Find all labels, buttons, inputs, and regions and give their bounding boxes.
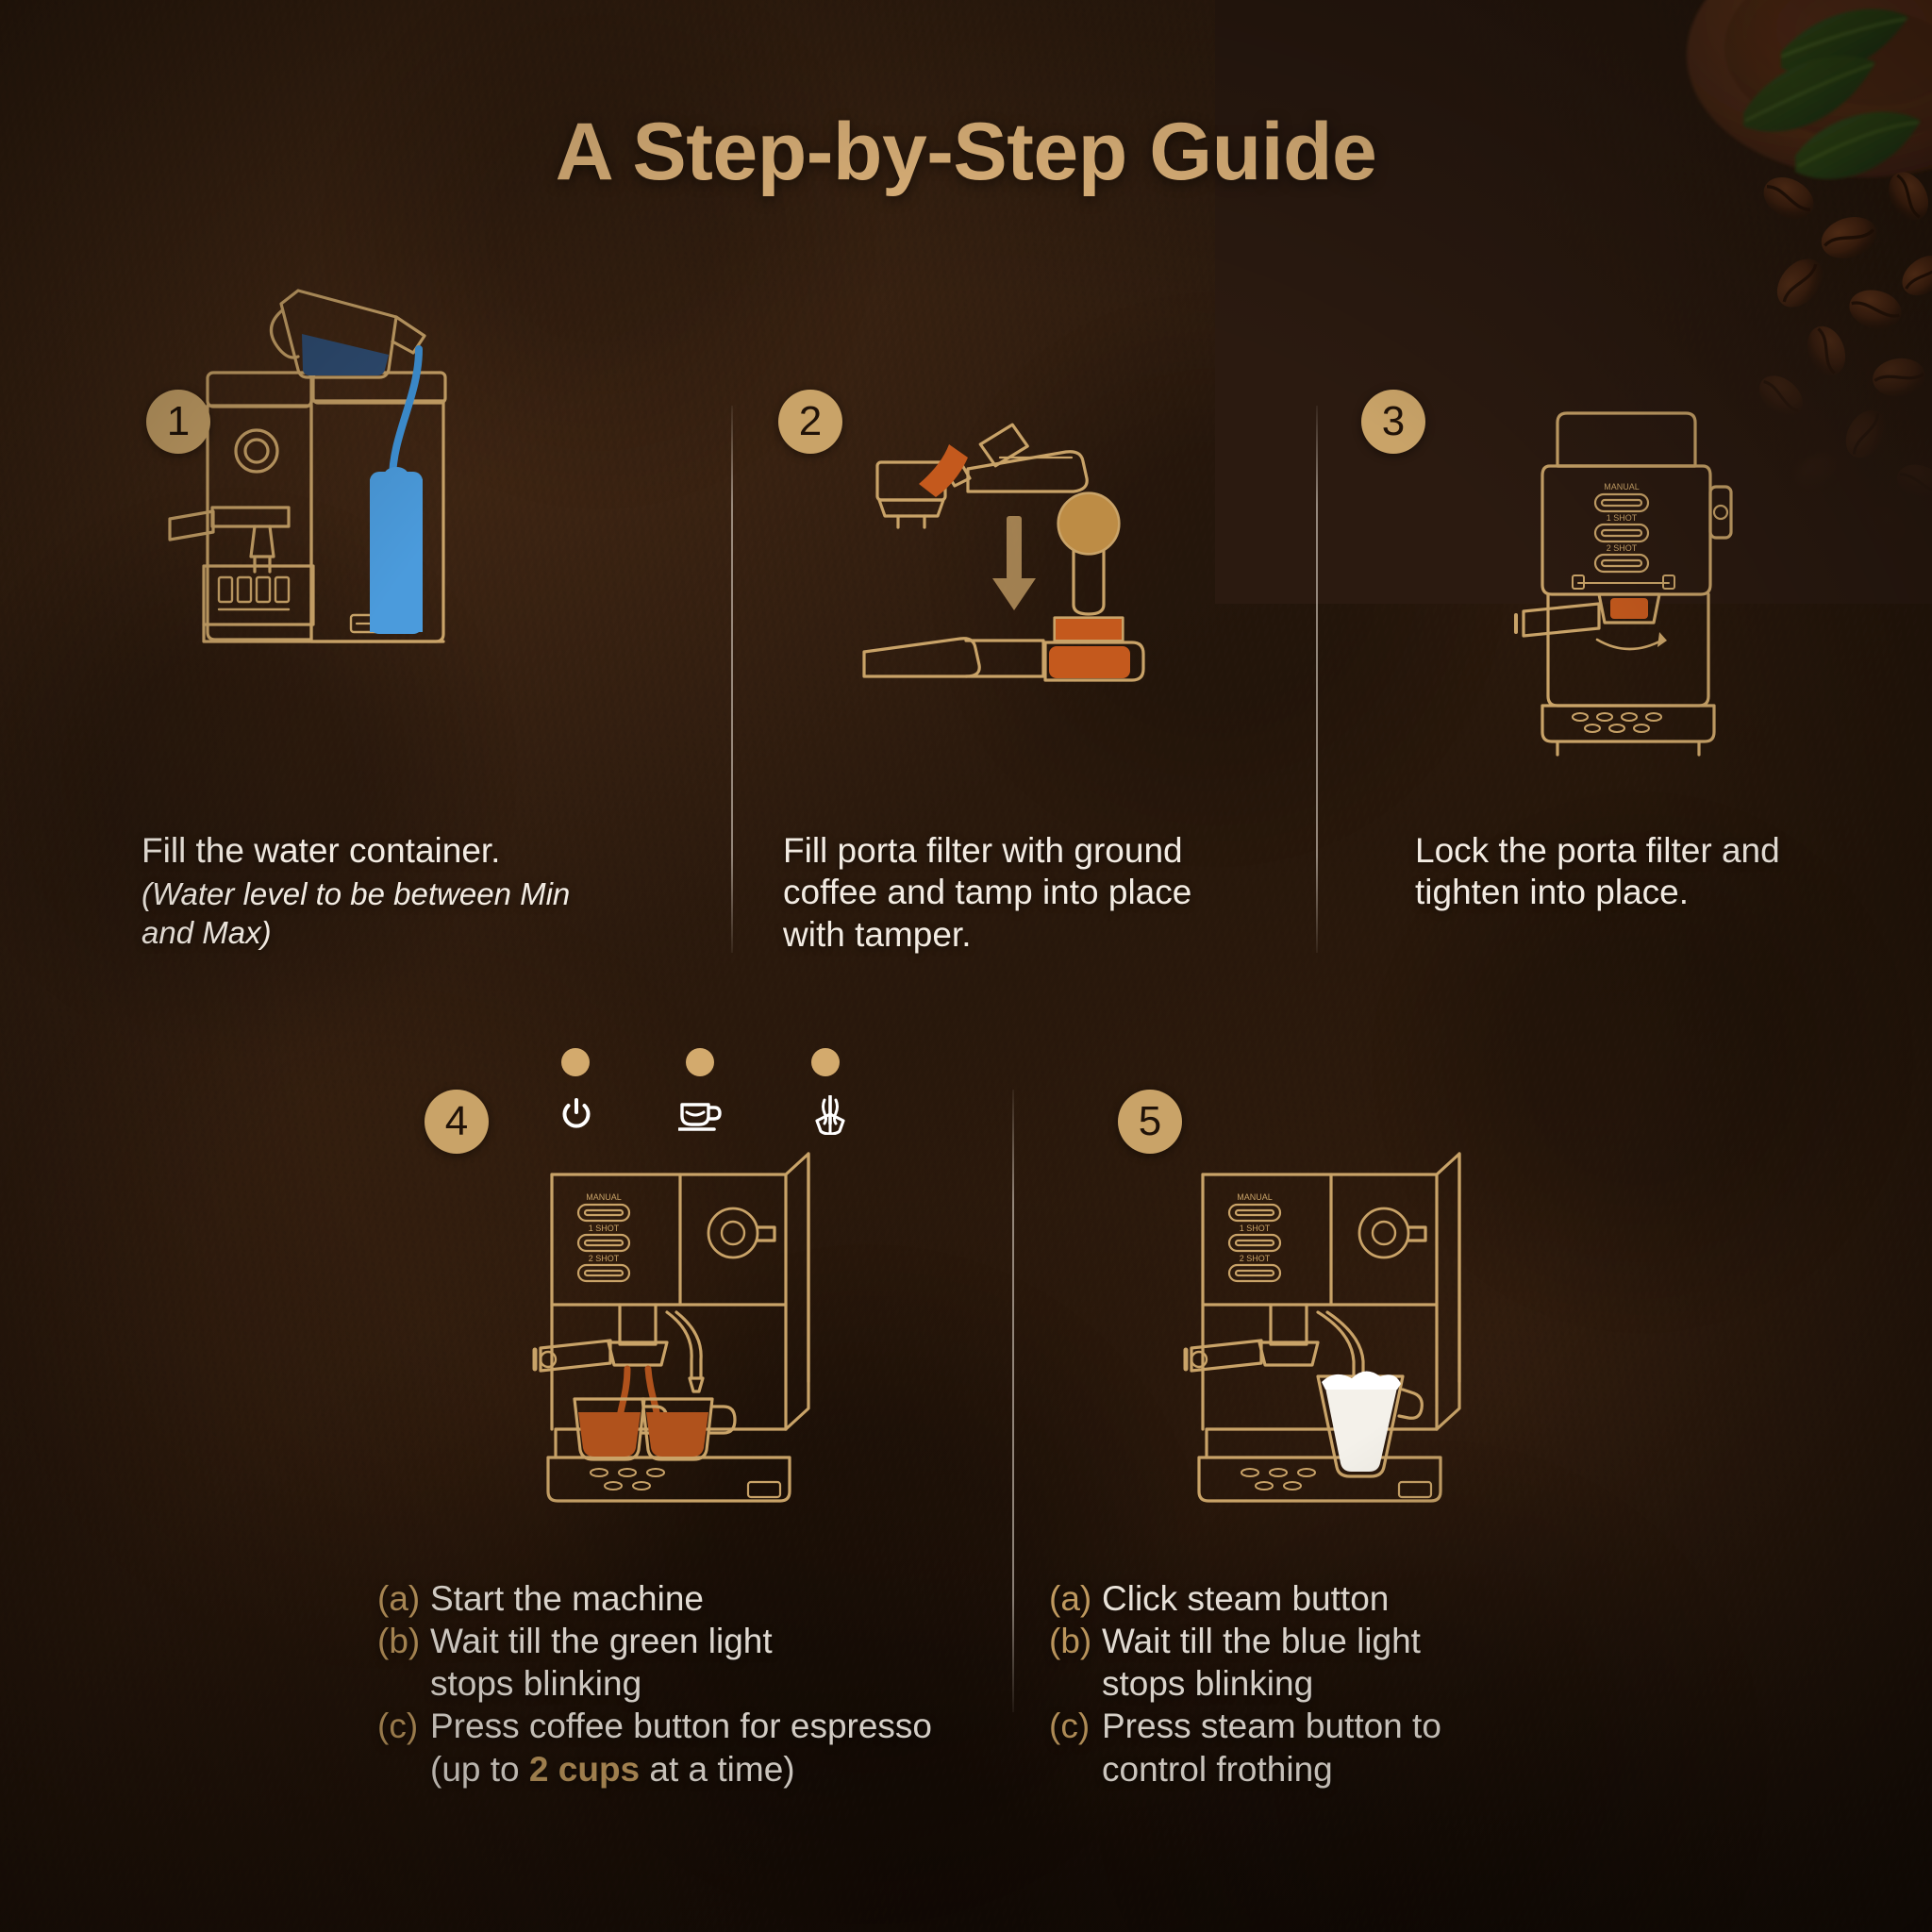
- list-text-line2: (up to 2 cups at a time): [430, 1748, 981, 1790]
- step-number-2: 2: [778, 390, 842, 454]
- list-item: (a) Start the machine: [377, 1577, 981, 1620]
- step-number-3: 3: [1361, 390, 1425, 454]
- caption-step-2: Fill porta filter with ground coffee and…: [783, 830, 1255, 956]
- list-item: (c) Press steam button to control frothi…: [1049, 1705, 1577, 1790]
- svg-text:2 SHOT: 2 SHOT: [589, 1254, 620, 1263]
- svg-text:MANUAL: MANUAL: [586, 1192, 622, 1202]
- coffee-cup-icon[interactable]: [678, 1102, 724, 1134]
- list-text-pre: (up to: [430, 1749, 529, 1789]
- list-item: (b) Wait till the blue light stops blink…: [1049, 1620, 1577, 1705]
- list-text: Press steam button to control frothing: [1102, 1705, 1577, 1790]
- svg-text:2 SHOT: 2 SHOT: [1240, 1254, 1271, 1263]
- svg-text:MANUAL: MANUAL: [1604, 482, 1640, 491]
- steps-list-5: (a) Click steam button (b) Wait till the…: [1049, 1577, 1577, 1790]
- list-marker: (b): [1049, 1622, 1092, 1661]
- indicator-lamp-power: [561, 1048, 590, 1076]
- svg-text:1 SHOT: 1 SHOT: [1607, 513, 1638, 523]
- list-item: (a) Click steam button: [1049, 1577, 1577, 1620]
- list-item: (c) Press coffee button for espresso (up…: [377, 1705, 981, 1790]
- list-marker: (c): [1049, 1707, 1091, 1746]
- list-text-line2: stops blinking: [430, 1664, 642, 1704]
- list-text: Wait till the green light stops blinking: [430, 1620, 981, 1705]
- list-marker: (b): [377, 1622, 421, 1661]
- divider-step4-step5: [1012, 1090, 1014, 1712]
- step-number-4: 4: [425, 1090, 489, 1154]
- list-text-line1: Press coffee button for espresso: [430, 1707, 933, 1746]
- list-text: Press coffee button for espresso (up to …: [430, 1705, 981, 1790]
- svg-text:2 SHOT: 2 SHOT: [1607, 543, 1638, 553]
- list-marker: (a): [1049, 1579, 1092, 1618]
- list-marker: (a): [377, 1579, 421, 1618]
- caption-step-3-main: Lock the porta filter and tighten into p…: [1415, 831, 1780, 912]
- divider-step1-step2: [731, 406, 733, 953]
- list-text: Start the machine: [430, 1579, 704, 1618]
- caption-step-1: Fill the water container. (Water level t…: [142, 830, 585, 952]
- list-marker: (c): [377, 1707, 419, 1746]
- caption-step-1-main: Fill the water container.: [142, 831, 501, 870]
- list-text-post: at a time): [640, 1749, 795, 1789]
- caption-step-2-main: Fill porta filter with ground coffee and…: [783, 831, 1192, 954]
- list-text: Click steam button: [1102, 1579, 1390, 1618]
- list-text-line1: Wait till the green light: [430, 1622, 773, 1661]
- svg-text:1 SHOT: 1 SHOT: [1240, 1224, 1271, 1233]
- illustration-step-2: [849, 423, 1245, 788]
- list-text-line2: control frothing: [1102, 1749, 1333, 1789]
- illustration-step-4: MANUAL 1 SHOT 2 SHOT: [532, 1146, 910, 1542]
- illustration-step-1: [113, 283, 604, 830]
- svg-text:1 SHOT: 1 SHOT: [589, 1224, 620, 1233]
- list-item: (b) Wait till the green light stops blin…: [377, 1620, 981, 1705]
- page-title: A Step-by-Step Guide: [555, 107, 1377, 197]
- list-text: Wait till the blue light stops blinking: [1102, 1620, 1577, 1705]
- step-number-5: 5: [1118, 1090, 1182, 1154]
- caption-step-3: Lock the porta filter and tighten into p…: [1415, 830, 1811, 914]
- svg-text:MANUAL: MANUAL: [1237, 1192, 1273, 1202]
- list-text-line1: Press steam button to: [1102, 1707, 1441, 1746]
- list-text-line2: stops blinking: [1102, 1664, 1314, 1704]
- power-icon[interactable]: [560, 1098, 592, 1132]
- list-text-highlight: 2 cups: [528, 1749, 641, 1789]
- step-number-3-label: 3: [1381, 398, 1406, 444]
- steam-wand-icon[interactable]: [814, 1095, 846, 1135]
- steps-list-4: (a) Start the machine (b) Wait till the …: [377, 1577, 981, 1790]
- caption-step-1-sub: (Water level to be between Min and Max): [142, 876, 571, 950]
- illustration-step-5: MANUAL 1 SHOT 2 SHOT: [1183, 1146, 1561, 1542]
- list-text-line1: Wait till the blue light: [1102, 1622, 1421, 1661]
- divider-step2-step3: [1316, 406, 1318, 953]
- indicator-lamp-steam: [811, 1048, 840, 1076]
- indicator-lamp-coffee: [686, 1048, 714, 1076]
- illustration-step-3: MANUAL 1 SHOT 2 SHOT: [1467, 396, 1788, 792]
